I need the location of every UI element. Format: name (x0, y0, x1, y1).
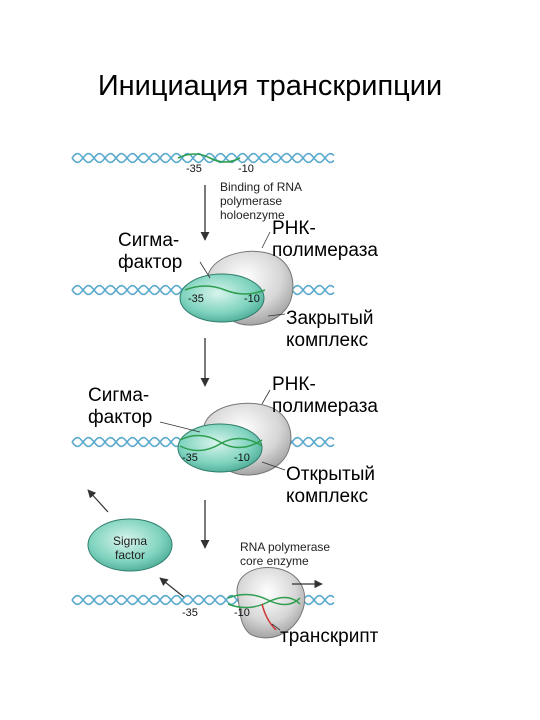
label-sigma-factor-stage2: Сигма- фактор (118, 230, 183, 273)
sigma-factor-shape (177, 423, 263, 473)
holoenzyme-open (177, 402, 292, 476)
label-core-enzyme: RNA polymerase core enzyme (240, 540, 331, 568)
free-sigma-factor-shape (87, 518, 173, 572)
sigma-release-arrow (87, 489, 109, 513)
label-minus35-stage1: -35 (186, 163, 202, 175)
label-minus10-stage1: -10 (238, 163, 254, 175)
label-sigma-factor-free: Sigma factor (113, 534, 148, 562)
label-transcript: транскрипт (280, 626, 379, 647)
page-title: Инициация транскрипции (97, 70, 443, 102)
label-minus35-stage4: -35 (182, 607, 198, 619)
label-minus10-stage2: -10 (244, 293, 260, 305)
label-minus35-stage3: -35 (182, 452, 198, 464)
label-closed-complex: Закрытый комплекс (286, 308, 374, 351)
holoenzyme-closed (179, 250, 294, 326)
sigma-release-arrow-lower (159, 577, 186, 599)
dna-helix-stage1 (71, 152, 335, 164)
label-minus35-stage2: -35 (188, 293, 204, 305)
label-rna-polymerase-stage2: РНК- полимераза (272, 218, 378, 261)
label-rna-polymerase-stage3: РНК- полимераза (272, 374, 378, 417)
core-enzyme-elongating (227, 566, 306, 639)
label-minus10-stage4: -10 (234, 607, 250, 619)
label-minus10-stage3: -10 (234, 452, 250, 464)
core-polymerase-shape (236, 566, 306, 639)
label-open-complex: Открытый комплекс (286, 464, 375, 507)
label-sigma-factor-stage3: Сигма- фактор (88, 385, 153, 428)
caption-binding: Binding of RNA polymerase holoenzyme (220, 180, 303, 222)
